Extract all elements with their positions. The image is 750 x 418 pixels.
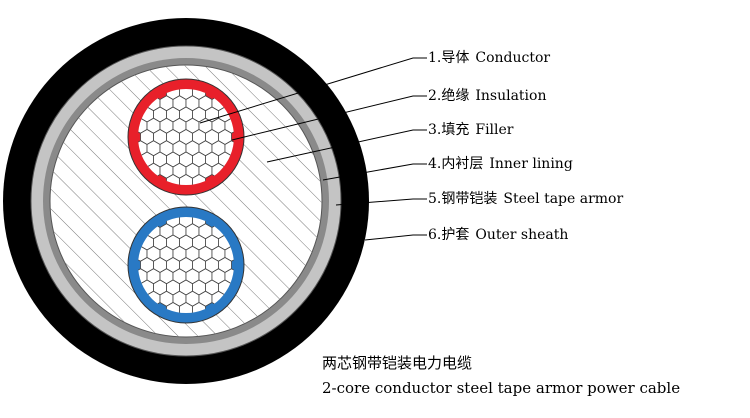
conductor-strand: [192, 174, 206, 185]
leader-line-outer-sheath: [364, 234, 427, 241]
conductor-strands-top: [138, 89, 234, 185]
conductor-strand: [192, 302, 206, 313]
leader-line-inner-lining: [322, 163, 427, 181]
conductor-strand: [179, 302, 193, 313]
filler-hatch: [50, 65, 322, 337]
leader-line-conductor: [199, 57, 427, 124]
caption-chinese: 两芯钢带铠装电力电缆: [322, 354, 473, 372]
leader-line-insulation: [231, 95, 427, 141]
conductor-strand: [166, 302, 180, 313]
leader-line-filler: [266, 129, 427, 163]
conductor-strand: [179, 174, 193, 185]
caption-english: 2-core conductor steel tape armor power …: [322, 379, 681, 397]
leader-line-steel-tape-armor: [335, 198, 427, 206]
conductor-strand: [166, 174, 180, 185]
